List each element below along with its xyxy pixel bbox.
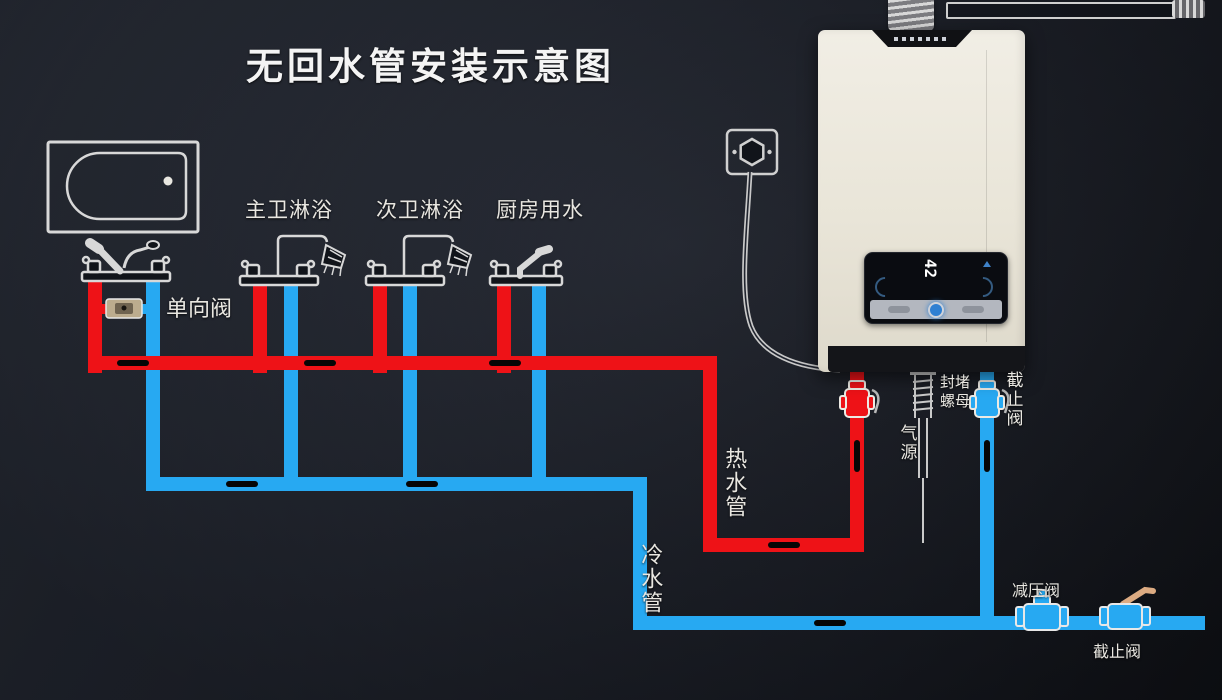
heater-bottom-band <box>828 346 1025 372</box>
fixture-second-shower <box>364 234 473 287</box>
heater-hot-valve <box>839 380 875 418</box>
temperature-display: 42 <box>921 258 941 279</box>
heater-cold-valve <box>969 380 1005 418</box>
gas-pipe <box>910 370 936 543</box>
power-socket <box>725 128 779 176</box>
label-stop-valve-heater: 截止阀 <box>1003 371 1023 428</box>
page-title: 无回水管安装示意图 <box>246 46 615 87</box>
flue-pipe-vertical <box>888 0 934 31</box>
label-second-shower: 次卫淋浴 <box>376 199 464 222</box>
check-valve-icon <box>105 298 143 319</box>
exhaust-duct-corrugated-end <box>1172 0 1205 18</box>
panel-flame-icon <box>983 261 991 267</box>
bathtub-faucet <box>80 238 172 283</box>
heater-button-left <box>888 306 910 313</box>
panel-right-arc-icon <box>968 272 998 302</box>
label-seal-nut-row1: 封堵 <box>940 374 971 391</box>
power-cord <box>742 171 841 373</box>
heater-control-panel: 42 <box>864 252 1008 324</box>
fixture-master-shower <box>238 234 347 287</box>
heater-brand-marks <box>894 36 950 41</box>
stop-valve-bottom-icon <box>1099 586 1156 630</box>
label-seal-nut-row2: 螺母 <box>940 392 971 410</box>
panel-left-arc-icon <box>870 272 900 302</box>
heater-panel-seam <box>986 50 987 342</box>
label-kitchen: 厨房用水 <box>496 199 584 222</box>
shower-head-icon <box>320 243 347 277</box>
label-stop-valve-bottom: 截止阀 <box>1093 644 1142 661</box>
heater-top-trim <box>872 30 972 47</box>
label-master-shower: 主卫淋浴 <box>245 199 333 222</box>
pressure-reducing-valve-icon <box>1015 589 1069 631</box>
pipe-union-fittings <box>117 360 990 626</box>
label-pressure-reducing-valve: 减压阀 <box>1012 583 1061 600</box>
label-seal-nut: 封堵 螺母 <box>940 374 970 412</box>
pipe-wall-brackets <box>871 388 1010 414</box>
heater-button-right <box>962 306 984 313</box>
bathtub-drain <box>163 176 173 186</box>
label-hot-water-pipe: 热水管 <box>722 447 748 519</box>
heater-button-strip <box>870 300 1002 319</box>
bathtub <box>46 140 200 234</box>
shower-head-icon <box>446 243 473 277</box>
label-check-valve: 单向阀 <box>166 296 233 321</box>
label-gas-source: 气源 <box>897 424 917 462</box>
label-cold-water-pipe: 冷水管 <box>638 543 664 615</box>
water-heater: 42 <box>818 30 1025 372</box>
fixture-kitchen-faucet <box>488 245 564 287</box>
cold-water-pipes <box>138 278 1205 630</box>
heater-power-knob <box>928 301 944 318</box>
